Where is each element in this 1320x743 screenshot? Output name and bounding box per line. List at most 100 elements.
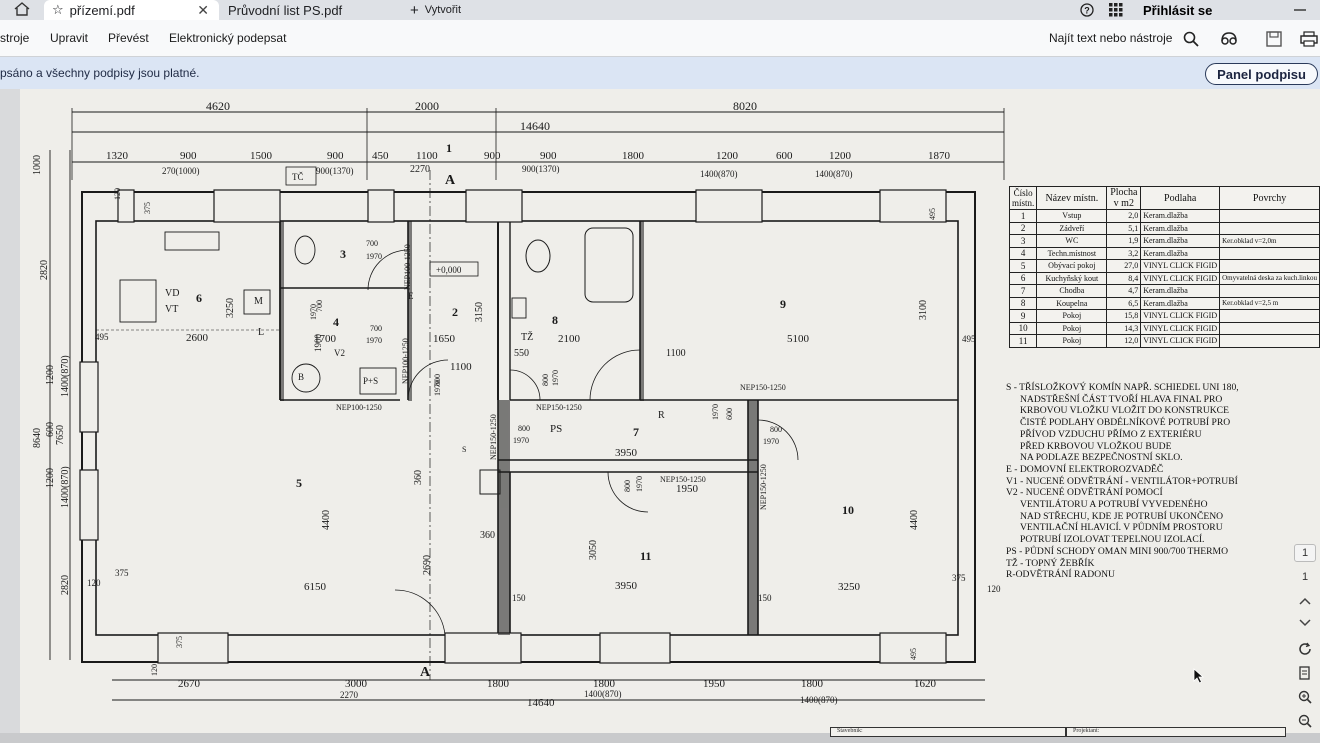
search-tools-button[interactable]: Najít text nebo nástroje (1049, 31, 1173, 45)
menu-edit[interactable]: Upravit (50, 31, 89, 45)
legend-cell: 3,2 (1106, 246, 1142, 260)
zoom-in-icon[interactable] (1294, 688, 1316, 706)
menu-convert[interactable]: Převést (108, 31, 149, 45)
legend-header-floor: Podlaha (1140, 186, 1221, 210)
plan-label: 1870 (928, 150, 951, 162)
window (879, 632, 947, 664)
legend-cell: Keram.dlažba (1140, 209, 1221, 223)
plan-label: NEP100-1250 (403, 244, 412, 290)
plan-label: 270(1000) (162, 166, 200, 176)
page-fit-icon[interactable] (1294, 664, 1316, 682)
plan-label: M (254, 296, 263, 307)
help-icon[interactable]: ? (1080, 0, 1094, 20)
new-tab-button[interactable]: + Vytvořit (410, 1, 462, 19)
plan-label: NEP100-1250 (401, 338, 410, 384)
plan-label: 1320 (106, 150, 129, 162)
legend-cell: Pokoj (1036, 309, 1108, 323)
mouse-cursor-icon (1193, 668, 1205, 684)
plan-label: P+S (363, 376, 378, 386)
plan-label: 4620 (206, 99, 230, 113)
signature-panel-button[interactable]: Panel podpisu (1205, 63, 1318, 85)
plan-label: 5100 (787, 333, 810, 345)
legend-cell: 14,3 (1106, 321, 1142, 335)
plan-label: 1970 (433, 380, 442, 396)
plan-label: 4400 (321, 510, 332, 530)
legend-cell: 3 (1008, 234, 1038, 248)
note-line: PS - PŮDNÍ SCHODY OMAN MINI 900/700 THER… (1006, 545, 1229, 557)
window (117, 189, 135, 223)
search-icon[interactable] (1182, 30, 1200, 48)
menu-tools[interactable]: stroje (0, 31, 30, 45)
plan-label: 2600 (186, 332, 209, 344)
close-icon[interactable]: ✕ (197, 1, 209, 18)
legend-header-number: Číslo místn. (1008, 186, 1038, 210)
page-number-current[interactable]: 1 (1294, 544, 1316, 562)
legend-cell (1219, 246, 1320, 260)
print-icon[interactable] (1300, 30, 1318, 48)
plan-label: 900(1370) (316, 166, 354, 176)
plan-label: 600 (776, 150, 793, 162)
zoom-out-icon[interactable] (1294, 712, 1316, 730)
plan-label: 1900 (313, 334, 323, 353)
plan-label: 1400(870) (815, 169, 853, 179)
plus-icon: + (410, 1, 419, 19)
plan-label: 8 (552, 313, 558, 327)
legend-header-area: Plocha v m2 (1106, 186, 1142, 210)
plan-label: 375 (952, 573, 966, 583)
home-icon[interactable] (14, 2, 30, 16)
refresh-icon[interactable] (1294, 640, 1316, 658)
plan-label: 1620 (914, 678, 937, 690)
save-icon[interactable] (1265, 30, 1283, 48)
legend-cell: 6 (1008, 271, 1038, 285)
chevron-up-icon[interactable] (1294, 592, 1316, 610)
legend-cell: 15,8 (1106, 309, 1142, 323)
legend-cell: Chodba (1036, 284, 1108, 298)
legend-cell: VINYL CLICK FIGID (1140, 334, 1221, 348)
note-line: POTRUBÍ IZOLOVAT TEPELNOU IZOLACÍ. (1020, 534, 1205, 546)
signin-button[interactable]: Přihlásit se (1143, 2, 1213, 18)
plan-label: 1400(870) (700, 169, 738, 179)
legend-cell: 1 (1008, 209, 1038, 223)
legend-cell: Keram.dlažba (1140, 284, 1221, 298)
window (879, 189, 947, 223)
plan-label: 800 (433, 374, 442, 386)
plan-label: 120 (113, 188, 122, 200)
plan-label: PS (550, 423, 562, 435)
tab-label: Průvodní list PS.pdf (228, 2, 343, 18)
plan-label: 120 (87, 578, 101, 588)
plan-label: 1950 (676, 483, 699, 495)
tab-prizemi[interactable]: ☆ přízemí.pdf ✕ (44, 0, 219, 20)
plan-label: 120 (150, 664, 159, 676)
plan-label: A (445, 173, 456, 188)
legend-cell: 4,7 (1106, 284, 1142, 298)
legend-cell: 4 (1008, 246, 1038, 260)
legend-cell: 5,1 (1106, 221, 1142, 235)
plan-label: A (420, 665, 431, 680)
plan-label: 6 (196, 291, 202, 305)
legend-cell: VINYL CLICK FIGID (1140, 259, 1221, 273)
plan-label: 600 (725, 408, 734, 420)
bottom-strip (0, 733, 1320, 743)
plan-label: 450 (372, 150, 389, 162)
note-line: R-ODVĚTRÁNÍ RADONU (1006, 569, 1115, 581)
legend-cell (1219, 321, 1320, 335)
plan-label: 1400(870) (60, 355, 71, 397)
plan-label: NEP150-1250 (759, 464, 768, 510)
tab-pruvodni-list[interactable]: Průvodní list PS.pdf (228, 0, 400, 20)
star-icon[interactable]: ☆ (52, 2, 64, 17)
plan-label: 2270 (410, 164, 430, 175)
chevron-down-icon[interactable] (1294, 614, 1316, 632)
plan-label: 1000 (32, 155, 43, 175)
plan-label: 1200 (829, 150, 852, 162)
minimize-icon[interactable] (1293, 0, 1307, 20)
legend-cell: Keram.dlažba (1140, 296, 1221, 310)
menu-esign[interactable]: Elektronický podepsat (169, 31, 287, 45)
plan-label: 3050 (588, 540, 599, 560)
read-aloud-icon[interactable] (1220, 30, 1238, 48)
apps-grid-icon[interactable] (1109, 0, 1123, 20)
legend-cell: 27,0 (1106, 259, 1142, 273)
